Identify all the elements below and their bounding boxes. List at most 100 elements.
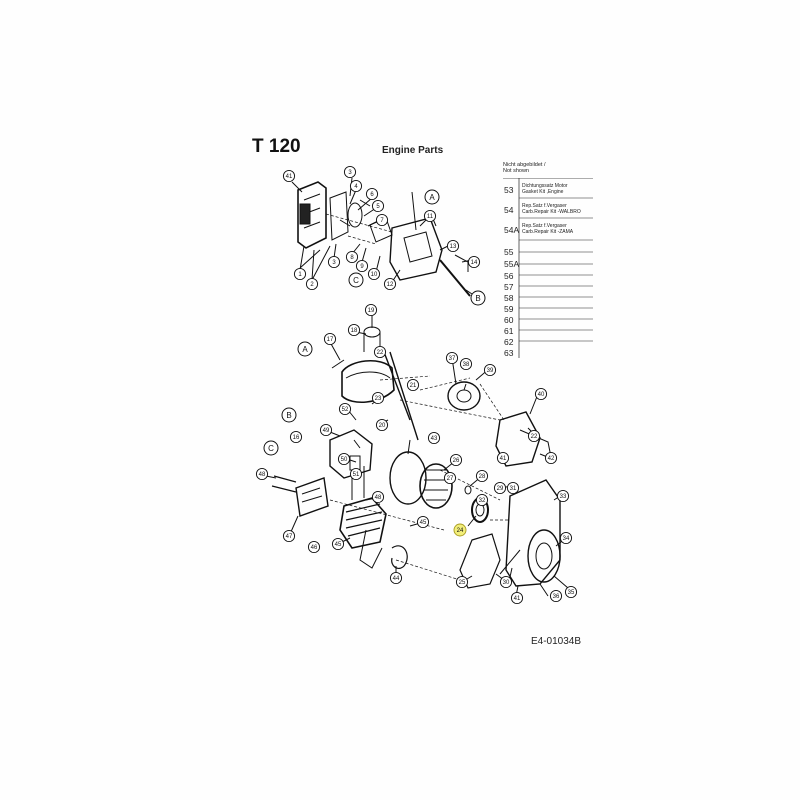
callout-47: 47 bbox=[282, 529, 296, 543]
svg-text:50: 50 bbox=[341, 457, 348, 463]
svg-text:3: 3 bbox=[332, 260, 336, 266]
svg-text:21: 21 bbox=[410, 383, 417, 389]
reference-c-top: C bbox=[348, 272, 364, 288]
svg-text:47: 47 bbox=[286, 534, 293, 540]
callout-14: 14 bbox=[467, 255, 481, 269]
svg-text:41: 41 bbox=[514, 596, 521, 602]
svg-text:27: 27 bbox=[447, 476, 454, 482]
callout-34: 34 bbox=[559, 531, 573, 545]
svg-text:11: 11 bbox=[427, 214, 434, 220]
svg-text:24: 24 bbox=[457, 528, 464, 534]
callout-23: 23 bbox=[371, 391, 385, 405]
legend-row: 60 bbox=[503, 314, 593, 325]
svg-text:48: 48 bbox=[259, 472, 266, 478]
svg-text:C: C bbox=[353, 276, 359, 285]
legend-row: 58 bbox=[503, 292, 593, 303]
svg-text:20: 20 bbox=[379, 423, 386, 429]
callout-42: 42 bbox=[544, 451, 558, 465]
legend-frame bbox=[503, 178, 593, 358]
callout-28: 28 bbox=[475, 469, 489, 483]
svg-text:37: 37 bbox=[449, 356, 456, 362]
svg-text:32: 32 bbox=[479, 498, 486, 504]
svg-text:33: 33 bbox=[560, 494, 567, 500]
legend-item-desc-en: Carb.Repair Kit -ZAMA bbox=[522, 228, 574, 235]
svg-text:13: 13 bbox=[450, 244, 457, 250]
callout-10: 10 bbox=[367, 267, 381, 281]
legend-item-desc-de: Rep.Satz f.Vergaser bbox=[522, 223, 567, 229]
callout-30: 30 bbox=[499, 575, 513, 589]
reference-b-bottom: B bbox=[281, 407, 297, 423]
svg-text:C: C bbox=[268, 444, 274, 453]
svg-text:B: B bbox=[286, 411, 291, 420]
svg-text:36: 36 bbox=[553, 594, 560, 600]
svg-text:30: 30 bbox=[503, 580, 510, 586]
svg-text:45: 45 bbox=[335, 542, 342, 548]
svg-text:22: 22 bbox=[531, 434, 538, 440]
legend-item-number: 63 bbox=[504, 348, 514, 358]
svg-text:2: 2 bbox=[310, 282, 314, 288]
callout-5: 5 bbox=[371, 199, 385, 213]
svg-text:5: 5 bbox=[376, 204, 380, 210]
legend-item-number: 55 bbox=[504, 247, 514, 257]
svg-text:28: 28 bbox=[479, 474, 486, 480]
callout-2-a: 2 bbox=[305, 277, 319, 291]
legend-row: 55A bbox=[503, 258, 593, 270]
svg-text:44: 44 bbox=[393, 576, 400, 582]
reference-a-bottom: A bbox=[297, 341, 313, 357]
svg-text:25: 25 bbox=[459, 580, 466, 586]
callout-11: 11 bbox=[423, 209, 437, 223]
page-subtitle: Engine Parts bbox=[382, 145, 444, 156]
legend-item-desc-en: Carb.Repair Kit -WALBRO bbox=[522, 208, 581, 215]
legend-item-desc-de: Rep.Satz f.Vergaser bbox=[522, 203, 567, 209]
reference-c-bottom: C bbox=[263, 440, 279, 456]
callout-38: 38 bbox=[459, 357, 473, 371]
svg-text:9: 9 bbox=[360, 264, 364, 270]
callout-36: 36 bbox=[549, 589, 563, 603]
svg-text:3: 3 bbox=[348, 170, 352, 176]
svg-text:41: 41 bbox=[500, 456, 507, 462]
not-shown-legend: Nicht abgebildet / Not shown 53 Dichtung… bbox=[503, 162, 593, 358]
callout-7: 7 bbox=[375, 213, 389, 227]
svg-text:39: 39 bbox=[487, 368, 494, 374]
svg-text:A: A bbox=[302, 345, 308, 354]
callout-26: 26 bbox=[449, 453, 463, 467]
callout-22-a: 22 bbox=[373, 345, 387, 359]
callout-39: 39 bbox=[483, 363, 497, 377]
svg-text:19: 19 bbox=[368, 308, 375, 314]
reference-a-top: A bbox=[424, 189, 440, 205]
svg-text:43: 43 bbox=[431, 436, 438, 442]
svg-text:31: 31 bbox=[510, 486, 517, 492]
svg-text:23: 23 bbox=[375, 396, 382, 402]
callout-9: 9 bbox=[355, 259, 369, 273]
svg-text:41: 41 bbox=[286, 174, 293, 180]
callout-18: 18 bbox=[347, 323, 361, 337]
callout-44: 44 bbox=[389, 571, 403, 585]
legend-item-number: 56 bbox=[504, 271, 514, 281]
legend-item-number: 57 bbox=[504, 282, 514, 292]
callout-41-top: 41 bbox=[282, 169, 296, 183]
legend-header: Nicht abgebildet / Not shown bbox=[503, 162, 593, 176]
legend-row: 63 bbox=[503, 347, 593, 358]
legend-item-number: 54 bbox=[504, 205, 514, 215]
svg-text:A: A bbox=[429, 193, 435, 202]
callout-41-mid: 41 bbox=[496, 451, 510, 465]
callout-45-b: 45 bbox=[416, 515, 430, 529]
svg-text:6: 6 bbox=[370, 192, 374, 198]
svg-text:49: 49 bbox=[323, 428, 330, 434]
callout-45-a: 45 bbox=[331, 537, 345, 551]
svg-text:4: 4 bbox=[354, 184, 358, 190]
callout-46: 46 bbox=[307, 540, 321, 554]
legend-item-number: 54A bbox=[504, 225, 520, 235]
svg-text:12: 12 bbox=[387, 282, 394, 288]
legend-header-line-1: Nicht abgebildet / bbox=[503, 162, 546, 168]
svg-text:8: 8 bbox=[350, 255, 354, 261]
svg-text:40: 40 bbox=[538, 392, 545, 398]
callout-22-b: 22 bbox=[527, 429, 541, 443]
svg-text:42: 42 bbox=[548, 456, 555, 462]
legend-item-desc-en: Gasket Kit ,Engine bbox=[522, 188, 564, 195]
callout-25: 25 bbox=[455, 575, 469, 589]
svg-text:17: 17 bbox=[327, 337, 334, 343]
